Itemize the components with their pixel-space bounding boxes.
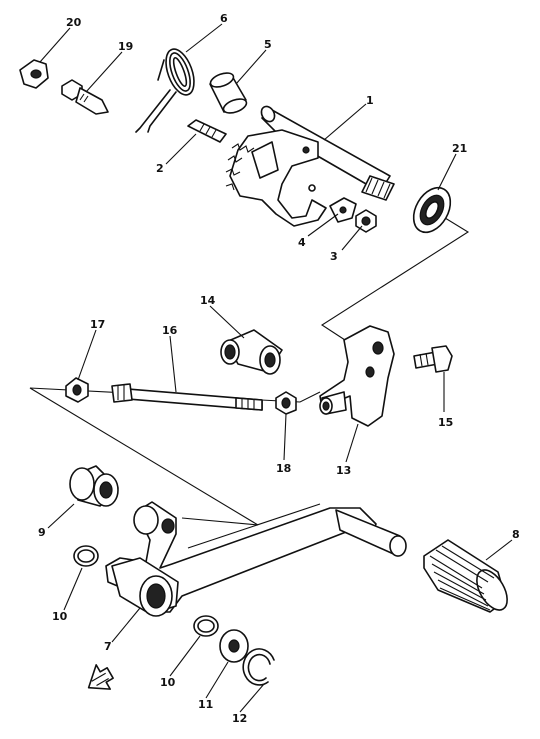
part-4-plate-washer [329,197,357,223]
part-21-oil-seal [412,186,452,234]
part-8-pedal-rubber [423,539,508,613]
part-5-collar [209,72,248,114]
part-11-washer [219,629,249,663]
part-16-tie-rod [111,383,263,411]
leader-lines [39,23,513,713]
callout-15: 15 [438,416,453,429]
part-15-bolt [413,345,453,373]
assembly-guide-lines [29,209,470,526]
callout-11: 11 [198,698,213,711]
callout-20: 20 [66,16,82,29]
callout-5: 5 [264,38,272,51]
part-2-pin [187,119,227,143]
callout-labels: 1 2 3 4 5 6 7 8 9 10 10 11 12 13 14 15 1… [38,12,520,725]
part-8-shift-lever [105,501,407,617]
callout-21: 21 [452,142,467,155]
callout-12: 12 [232,712,247,725]
part-12-circlip [242,648,275,686]
part-19-bolt [61,79,109,115]
part-6-spring [135,48,195,133]
callout-1: 1 [366,94,374,107]
callout-9: 9 [38,526,46,539]
part-3-nut [355,209,377,233]
part-9-bushing [69,465,119,507]
part-14-sleeve [220,329,283,375]
part-10-ring-upper [73,545,99,567]
callout-3: 3 [330,250,338,263]
part-1-shift-shaft [225,105,395,227]
front-arrow-icon [87,664,114,690]
callout-7: 7 [104,640,112,653]
callout-4: 4 [298,236,306,249]
part-13-shift-arm [319,325,395,427]
callout-10-lower: 10 [160,676,176,689]
callout-6: 6 [220,12,228,25]
callout-14: 14 [200,294,216,307]
callout-2: 2 [156,162,164,175]
callout-8: 8 [512,528,520,541]
part-17-nut [65,377,89,403]
callout-10-upper: 10 [52,610,68,623]
callout-13: 13 [336,464,351,477]
callout-17: 17 [90,318,105,331]
callout-16: 16 [162,324,178,337]
part-10-ring-lower [193,615,219,637]
callout-18: 18 [276,462,291,475]
callout-19: 19 [118,40,133,53]
part-20-washer [19,59,49,89]
part-18-nut [275,391,297,415]
